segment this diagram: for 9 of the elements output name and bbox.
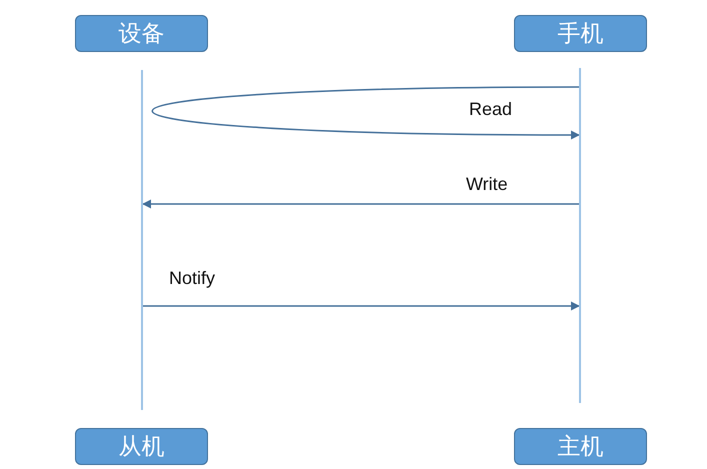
participant-box: 从机 bbox=[75, 428, 208, 465]
lifeline bbox=[141, 70, 143, 410]
participant-box: 手机 bbox=[514, 15, 647, 52]
participant-box: 设备 bbox=[75, 15, 208, 52]
lifeline bbox=[579, 68, 581, 403]
edge-label: Notify bbox=[168, 268, 216, 289]
message-arrow bbox=[143, 302, 580, 310]
message-arrow bbox=[142, 200, 579, 208]
participant-box: 主机 bbox=[514, 428, 647, 465]
